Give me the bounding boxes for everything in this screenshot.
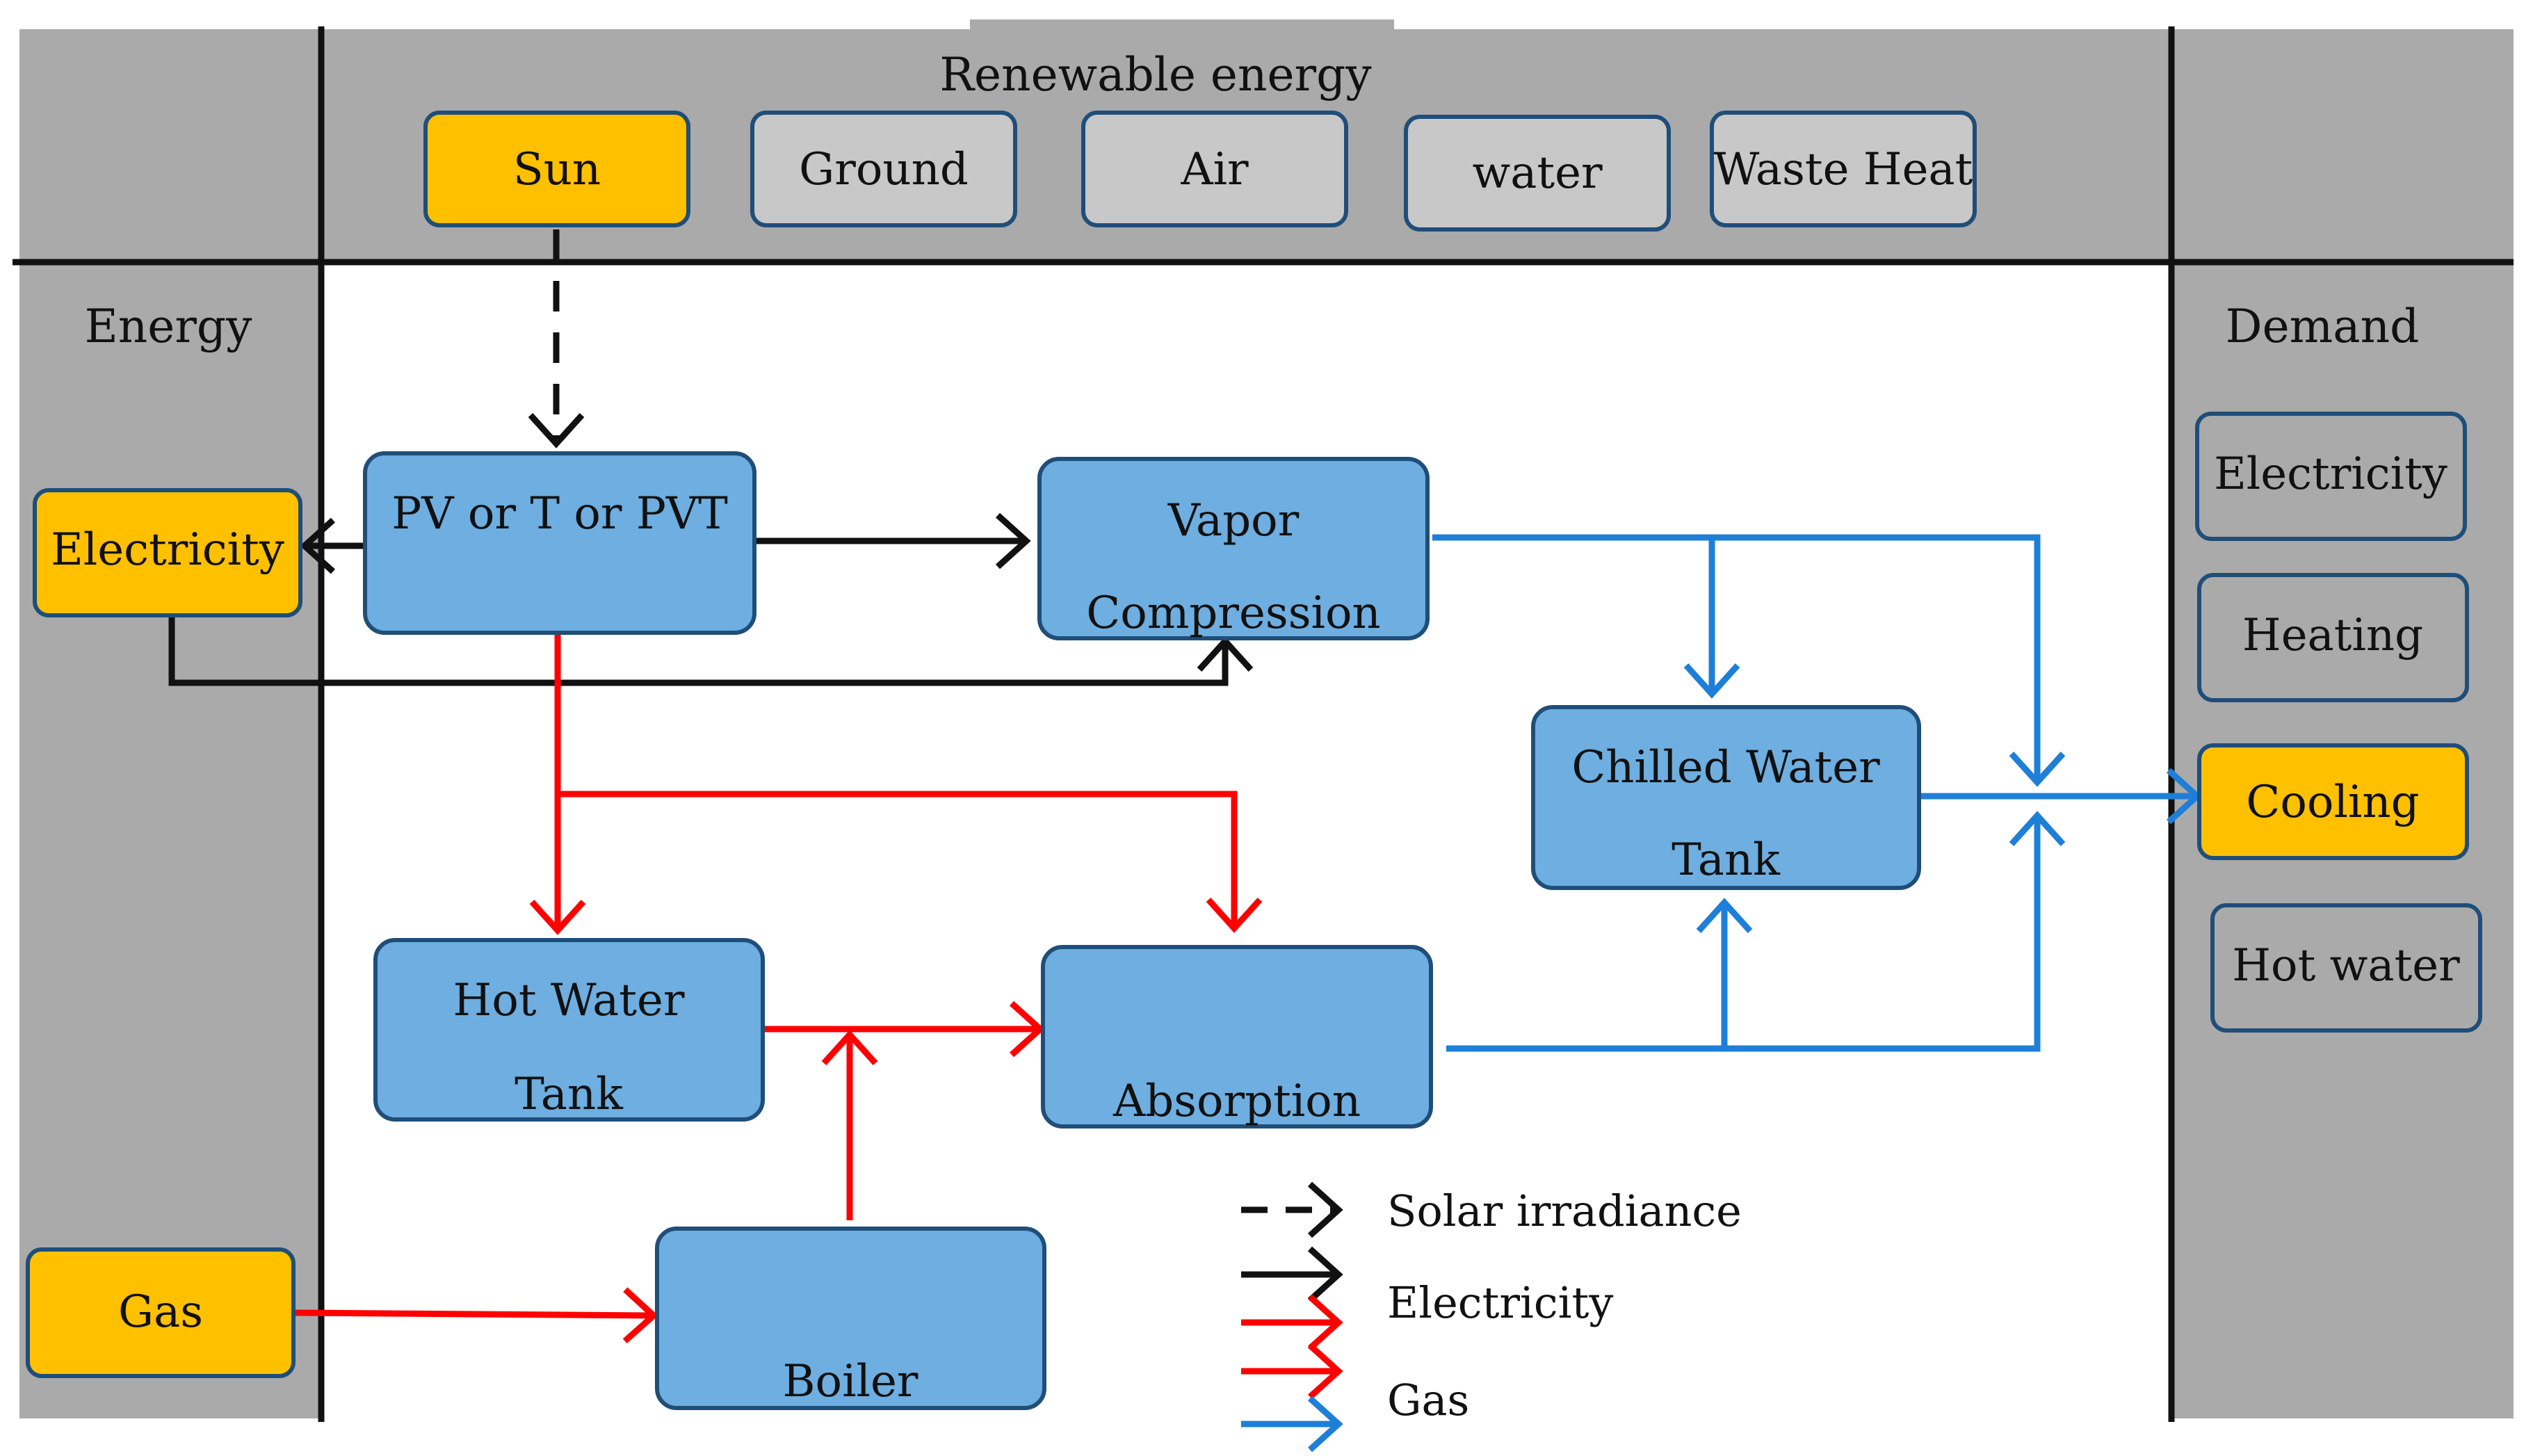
legend-solar-label: Solar irradiance <box>1387 1186 1742 1236</box>
demand-cooling-box <box>2197 743 2469 860</box>
legend-gas-label: Gas <box>1387 1375 1469 1425</box>
legend-electricity-label: Electricity <box>1387 1277 1613 1328</box>
demand-electricity-box <box>2195 412 2467 541</box>
vapor-label-line1: Vapor <box>1167 495 1300 547</box>
demand-panel <box>2173 29 2514 1418</box>
process-components: PV or T or PVT Vapor Compression Chilled… <box>363 451 1921 1410</box>
vapor-to-junction-line <box>1432 534 2066 787</box>
sun-box <box>423 111 690 227</box>
water-label: water <box>1472 147 1603 199</box>
air-label: Air <box>1180 144 1249 195</box>
demand-heating-label: Heating <box>2242 610 2423 661</box>
chilled-water-tank-box <box>1531 705 1921 890</box>
vapor-compression-box <box>1037 457 1430 640</box>
renewable-sources: Sun Ground Air water Waste Heat <box>423 111 1977 232</box>
energy-panel <box>19 29 320 1418</box>
demand-hot-water-box <box>2210 903 2482 1033</box>
connectors <box>168 229 2202 1344</box>
energy-title: Energy <box>85 300 253 353</box>
demand-title: Demand <box>2226 300 2420 353</box>
ground-label: Ground <box>799 144 969 195</box>
pv-box <box>363 451 756 635</box>
waste-heat-label: Waste Heat <box>1714 144 1973 195</box>
hot-label-line1: Hot Water <box>453 975 685 1026</box>
demand-hot-water-label: Hot water <box>2232 940 2460 992</box>
demand-electricity-label: Electricity <box>2214 448 2447 500</box>
boiler-box <box>655 1227 1046 1410</box>
branch-to-absorption-arrow <box>558 791 1263 933</box>
electricity-to-vapor-arrow <box>168 615 1254 686</box>
absorption-label: Absorption <box>1112 1076 1361 1127</box>
absorption-to-junction-line <box>1446 811 2066 1052</box>
divider-lines <box>13 26 2514 1422</box>
demand-cooling-label: Cooling <box>2246 777 2419 828</box>
demand-heating-box <box>2197 573 2469 702</box>
legend: Solar irradiance Electricity Gas <box>1241 1181 1742 1453</box>
boiler-label: Boiler <box>783 1356 918 1407</box>
chilled-label-line1: Chilled Water <box>1571 742 1880 793</box>
waste-heat-box <box>1710 111 1977 227</box>
renewable-energy-title: Renewable energy <box>939 48 1372 102</box>
hot-water-tank-box <box>373 938 765 1122</box>
gas-source-label: Gas <box>118 1286 203 1338</box>
pv-label: PV or T or PVT <box>391 488 728 540</box>
gas-to-boiler-arrow <box>293 1287 658 1344</box>
absorption-box <box>1041 945 1433 1129</box>
electricity-source-box <box>33 488 302 617</box>
demand-items: Electricity Heating Cooling Hot water <box>2195 412 2482 1033</box>
electricity-source-label: Electricity <box>51 524 284 576</box>
ground-box <box>750 111 1017 227</box>
renewable-panel-tab <box>970 19 1394 33</box>
hot-label-line2: Tank <box>515 1069 624 1120</box>
chilled-label-line2: Tank <box>1672 834 1781 886</box>
vapor-label-line2: Compression <box>1086 588 1381 639</box>
water-box <box>1404 115 1671 232</box>
energy-sources: Electricity Gas <box>26 488 302 1378</box>
gas-source-box <box>26 1247 296 1378</box>
sun-label: Sun <box>513 144 601 195</box>
air-box <box>1081 111 1348 227</box>
